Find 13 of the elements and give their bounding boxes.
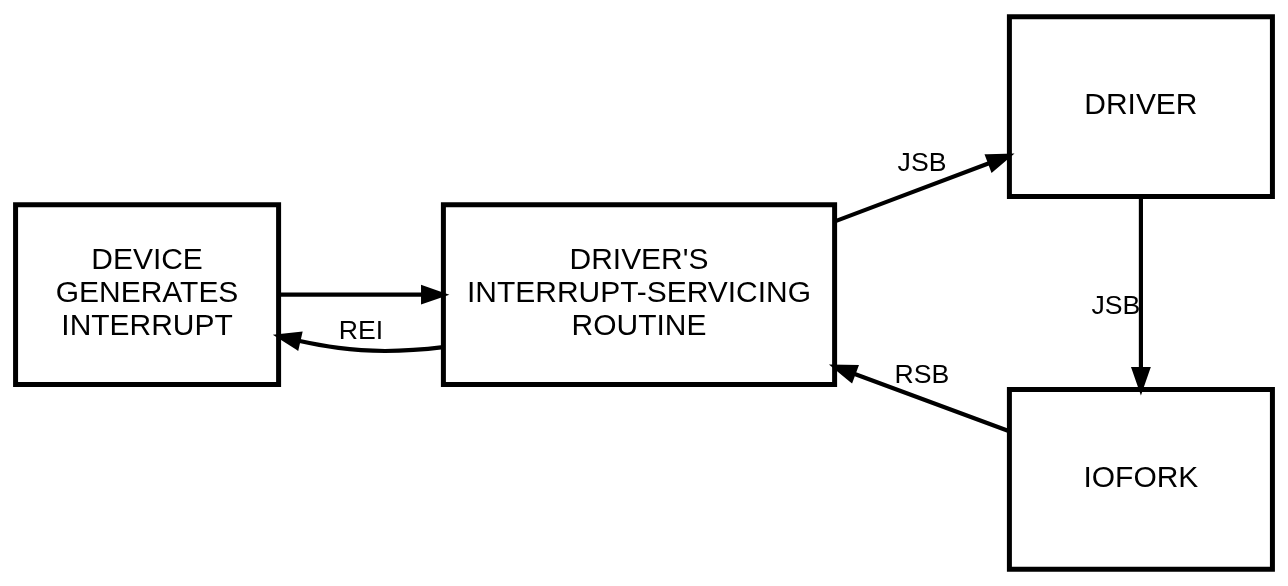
edge-label: JSB [897,147,947,178]
node-box: DRIVER'S INTERRUPT-SERVICING ROUTINE [440,202,838,388]
node-box: IOFORK [1006,387,1275,572]
edge-label: REI [338,315,384,346]
arrow [272,331,444,353]
edge-label: RSB [894,358,950,389]
arrow [279,284,450,305]
edge-label: JSB [1091,290,1141,321]
node-box: DEVICE GENERATES INTERRUPT [13,202,282,388]
arrow [834,153,1015,224]
arrow [828,364,1010,433]
arrow [1131,196,1151,396]
node-box: DRIVER [1006,14,1275,199]
